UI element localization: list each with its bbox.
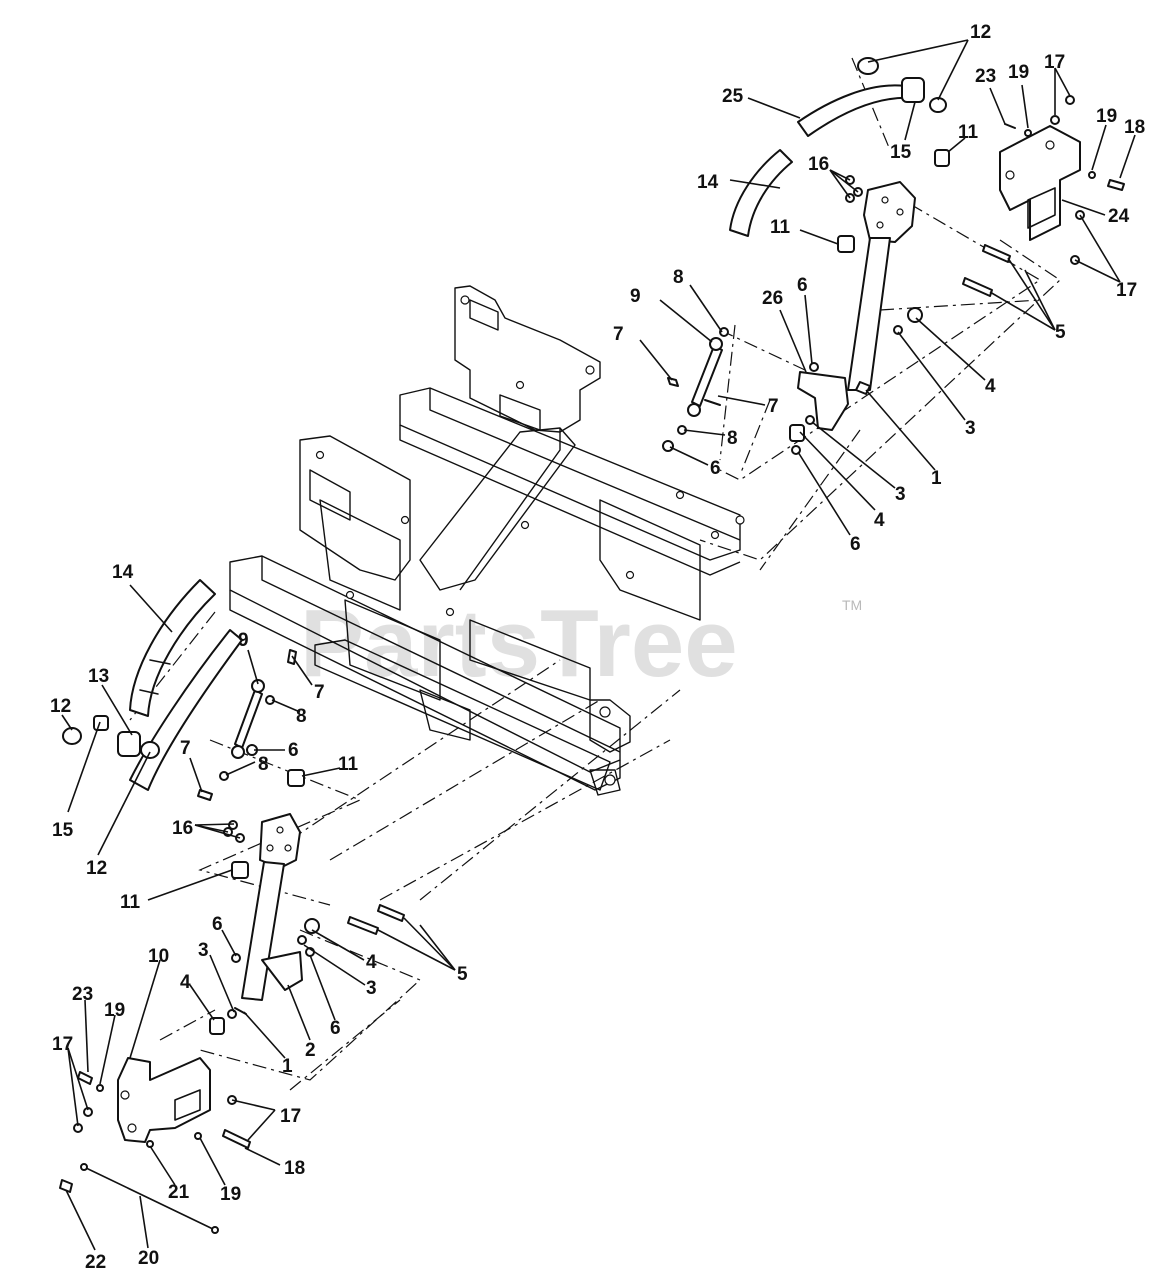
callout-10: 10 <box>148 946 169 967</box>
callout-14: 14 <box>112 562 134 583</box>
callout-5: 5 <box>457 964 468 985</box>
callout-7: 7 <box>613 324 624 345</box>
callout-labels: 12 25 15 11 23 19 17 19 18 14 16 24 11 1… <box>50 22 1145 1273</box>
callout-8: 8 <box>258 754 269 775</box>
washer-12-d <box>140 741 160 759</box>
hand-grip-14-upper <box>729 149 793 237</box>
washer-12-b <box>929 97 947 113</box>
washer-12-c <box>62 727 82 745</box>
watermark-trademark: TM <box>842 597 862 613</box>
callout-19: 19 <box>1096 106 1117 127</box>
callout-11: 11 <box>120 892 141 913</box>
callout-15: 15 <box>52 820 74 841</box>
callout-3: 3 <box>366 978 377 999</box>
callout-14: 14 <box>697 172 719 193</box>
callout-12: 12 <box>86 858 107 879</box>
control-link-9-upper <box>691 345 723 407</box>
callout-16: 16 <box>172 818 193 839</box>
callout-6: 6 <box>797 275 808 296</box>
callout-13: 13 <box>88 666 109 687</box>
callout-17: 17 <box>280 1106 301 1127</box>
callout-6: 6 <box>850 534 861 555</box>
callout-3: 3 <box>895 484 906 505</box>
callout-3: 3 <box>198 940 209 961</box>
callout-8: 8 <box>727 428 738 449</box>
callout-3: 3 <box>965 418 976 439</box>
pivot-hub-15-upper <box>901 77 925 103</box>
mounting-bracket-24 <box>999 125 1081 241</box>
callout-17: 17 <box>52 1034 73 1055</box>
alignment-centerlines <box>129 57 1061 1091</box>
callout-4: 4 <box>366 952 377 973</box>
callout-5: 5 <box>1055 322 1066 343</box>
lever-mount-plate-lower <box>259 813 301 869</box>
lever-arm-lower <box>241 861 285 1001</box>
handle-bar-25 <box>797 84 913 137</box>
control-link-9-lower <box>234 689 263 749</box>
callout-11: 11 <box>338 754 359 775</box>
callout-7: 7 <box>768 396 779 417</box>
callout-18: 18 <box>284 1158 305 1179</box>
callout-17: 17 <box>1116 280 1137 301</box>
callout-12: 12 <box>50 696 71 717</box>
callout-9: 9 <box>630 286 641 307</box>
callout-26: 26 <box>762 288 783 309</box>
lever-arm <box>847 237 891 391</box>
callout-6: 6 <box>330 1018 341 1039</box>
callout-4: 4 <box>985 376 996 397</box>
bracket-2 <box>261 951 303 991</box>
callout-1: 1 <box>931 468 942 489</box>
callout-21: 21 <box>168 1182 190 1203</box>
chassis-frame <box>229 285 745 796</box>
callout-8: 8 <box>673 267 684 288</box>
lever-mount-plate <box>863 181 916 243</box>
mounting-bracket-10 <box>117 1057 211 1143</box>
bushing-11-b <box>837 235 855 253</box>
callout-15: 15 <box>890 142 912 163</box>
callout-18: 18 <box>1124 117 1145 138</box>
callout-9: 9 <box>238 630 249 651</box>
callout-23: 23 <box>72 984 93 1005</box>
callout-6: 6 <box>710 458 721 479</box>
callout-23: 23 <box>975 66 996 87</box>
callout-19: 19 <box>104 1000 125 1021</box>
callout-19: 19 <box>1008 62 1029 83</box>
right-hand-lever-assembly <box>662 57 1125 455</box>
washer-12-a <box>857 57 879 75</box>
callout-6: 6 <box>288 740 299 761</box>
callout-19: 19 <box>220 1184 241 1205</box>
callout-24: 24 <box>1108 206 1130 227</box>
callout-6: 6 <box>212 914 223 935</box>
callout-11: 11 <box>958 122 979 143</box>
callout-17: 17 <box>1044 52 1065 73</box>
hand-grip-14-lower <box>129 579 216 717</box>
callout-12: 12 <box>970 22 991 43</box>
callout-8: 8 <box>296 706 307 727</box>
callout-1: 1 <box>282 1056 293 1077</box>
bracket-26 <box>797 371 849 431</box>
callout-25: 25 <box>722 86 744 107</box>
callout-11: 11 <box>770 217 791 238</box>
callout-4: 4 <box>180 972 191 993</box>
callout-7: 7 <box>180 738 191 759</box>
callout-20: 20 <box>138 1248 159 1269</box>
callout-2: 2 <box>305 1040 316 1061</box>
bushing-11-a <box>934 149 950 167</box>
callout-4: 4 <box>874 510 885 531</box>
callout-16: 16 <box>808 154 829 175</box>
leader-lines <box>61 39 1136 1251</box>
callout-7: 7 <box>314 682 325 703</box>
callout-22: 22 <box>85 1252 106 1273</box>
